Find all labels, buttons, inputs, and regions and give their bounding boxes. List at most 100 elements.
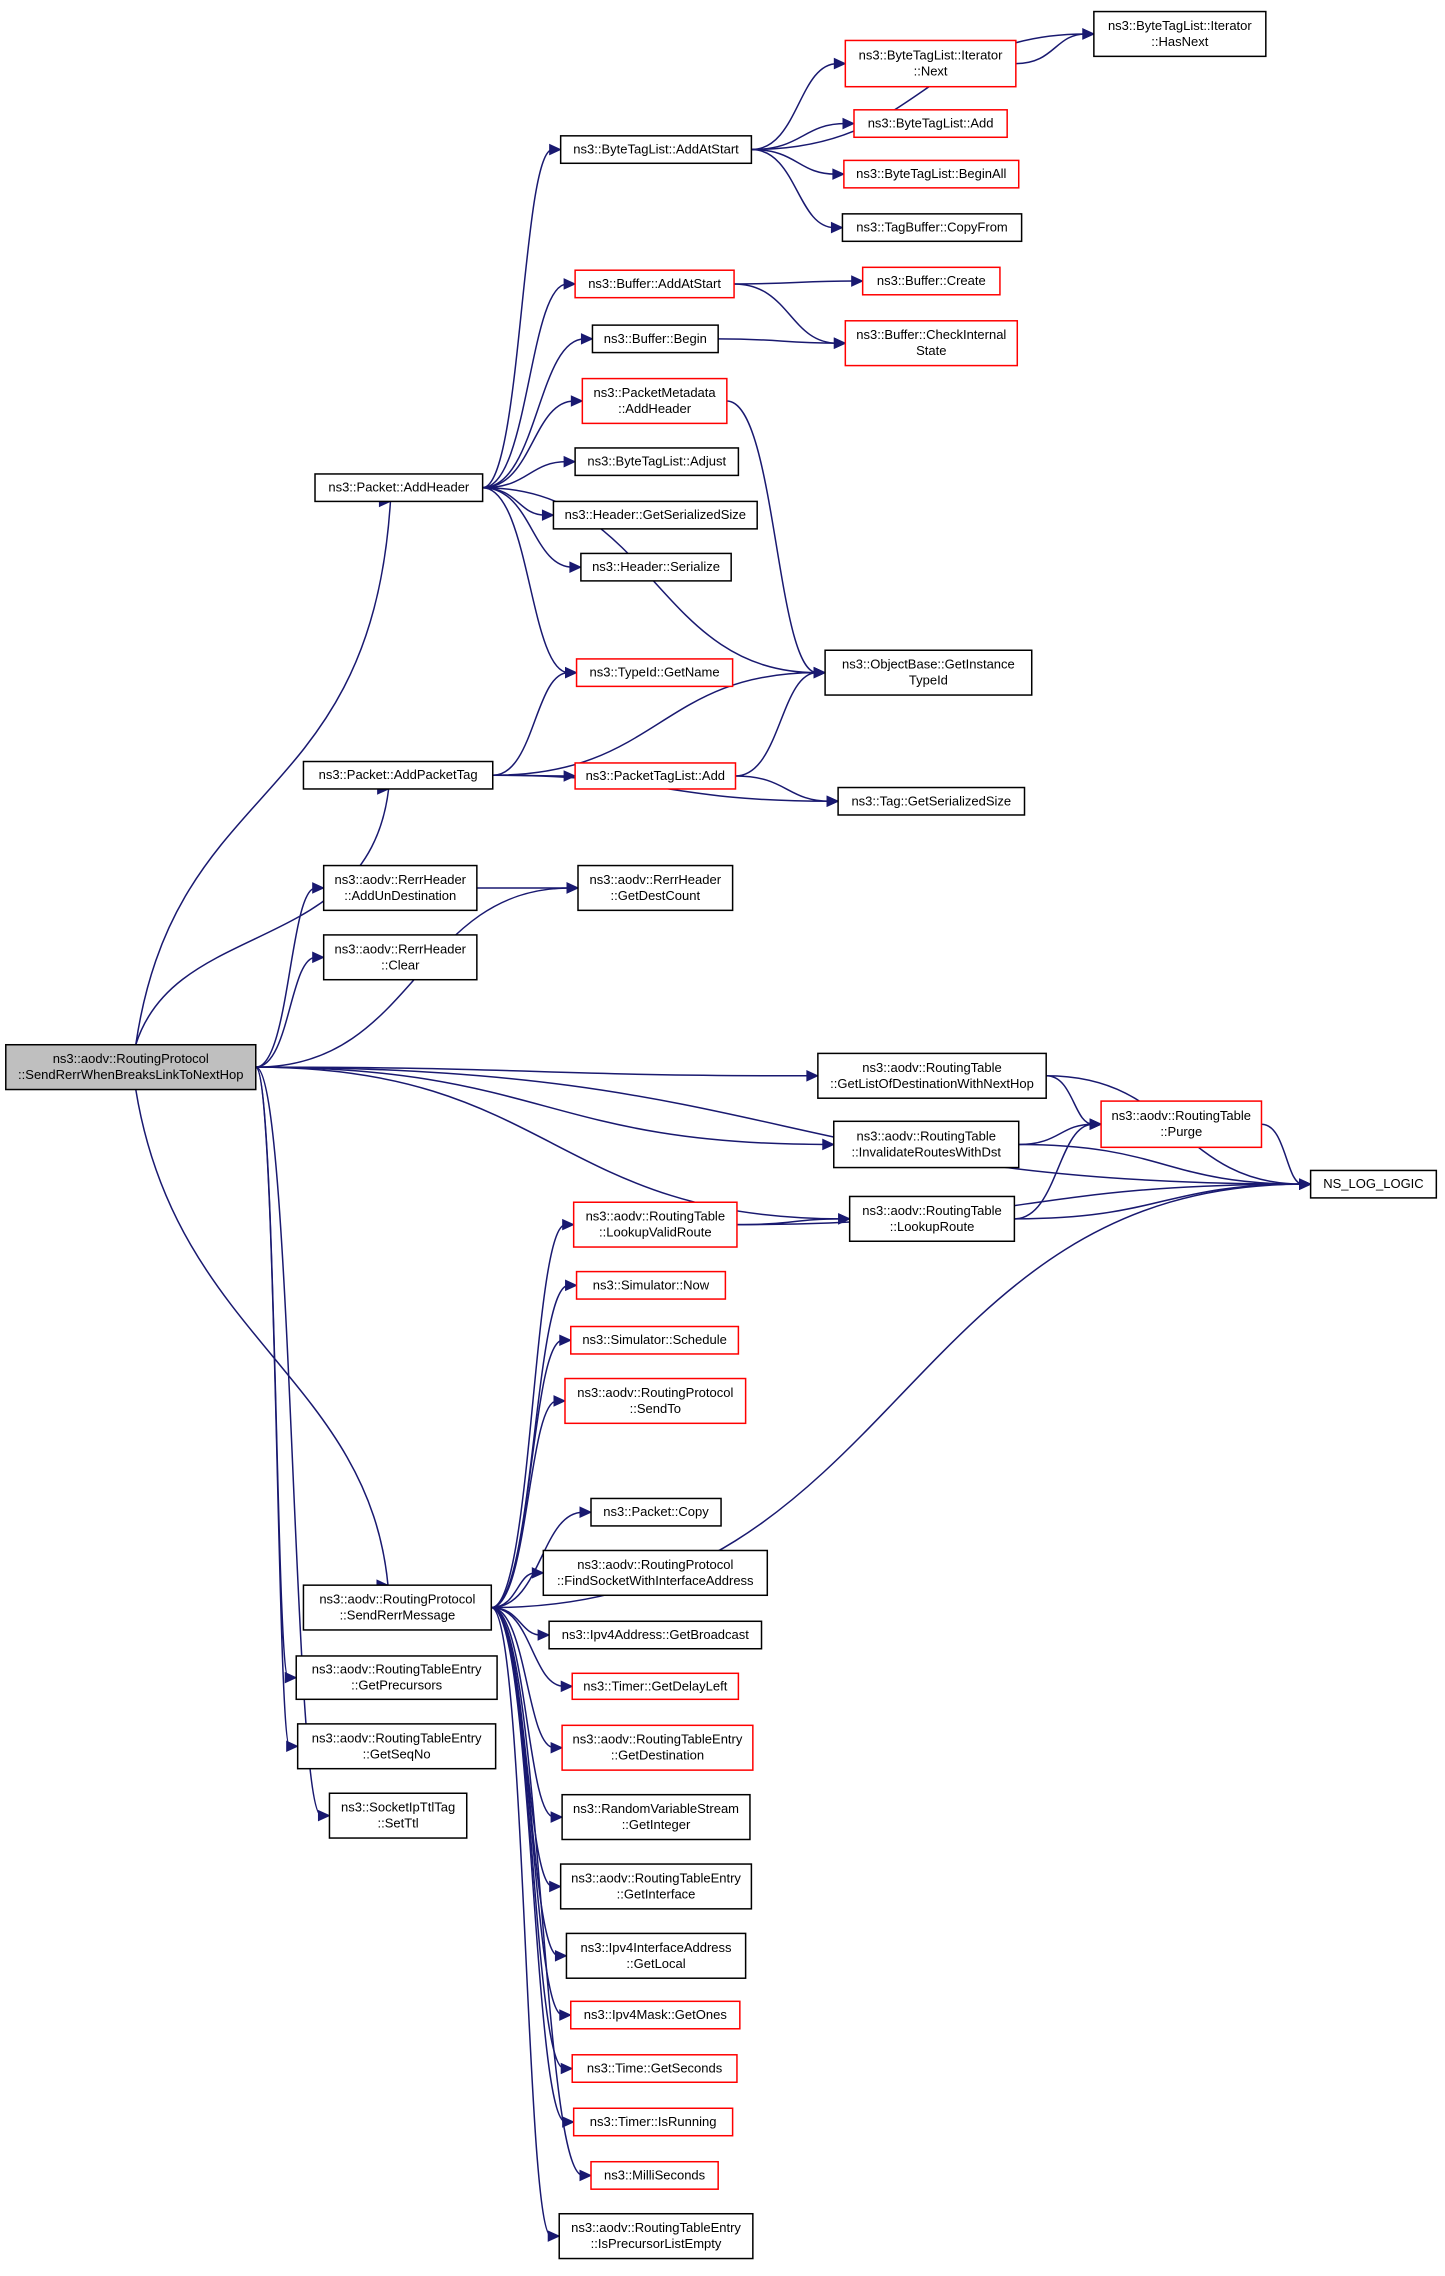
- node-ns3-buffer-create[interactable]: ns3::Buffer::Create: [861, 266, 1001, 296]
- node-label: ns3::Header::GetSerializedSize: [565, 507, 746, 522]
- arrowhead-n30-n31: [1089, 1118, 1103, 1130]
- node-ns3-aodv-routingtable-getlistofdestinationwithnexthop[interactable]: ns3::aodv::RoutingTable::GetListOfDestin…: [817, 1052, 1047, 1099]
- node-label: ns3::Buffer::AddAtStart: [588, 276, 721, 291]
- node-label: ::FindSocketWithInterfaceAddress: [557, 1573, 754, 1588]
- call-edge-n5-n33: [491, 1223, 566, 1609]
- node-ns3-timer-isrunning[interactable]: ns3::Timer::IsRunning: [572, 2107, 734, 2137]
- node-ns3-aodv-rerrheader-clear[interactable]: ns3::aodv::RerrHeader::Clear: [322, 934, 478, 981]
- call-edge-n5-n36: [491, 1400, 558, 1609]
- node-label: ns3::PacketMetadata: [594, 385, 717, 400]
- node-ns3-aodv-routingprotocol-findsocketwithinterfaceaddress[interactable]: ns3::aodv::RoutingProtocol::FindSocketWi…: [542, 1549, 769, 1597]
- call-edge-n0-n6: [255, 1066, 289, 1679]
- call-edge-n0-n32: [255, 1066, 1303, 1185]
- node-ns3-aodv-routingtable-purge[interactable]: ns3::aodv::RoutingTable::Purge: [1100, 1100, 1263, 1149]
- call-edge-n1-n10: [482, 283, 568, 489]
- node-label: ::HasNext: [1151, 34, 1208, 49]
- node-ns3-typeid-getname[interactable]: ns3::TypeId::GetName: [575, 658, 734, 688]
- node-ns3-aodv-routingprotocol-sendrerrwhenbreakslinktonexthop[interactable]: ns3::aodv::RoutingProtocol::SendRerrWhen…: [5, 1043, 257, 1091]
- node-ns3-aodv-rerrheader-getdestcount[interactable]: ns3::aodv::RerrHeader::GetDestCount: [577, 864, 734, 912]
- node-ns3-ipv4mask-getones[interactable]: ns3::Ipv4Mask::GetOnes: [570, 2000, 741, 2030]
- node-ns3-aodv-routingprotocol-sendto[interactable]: ns3::aodv::RoutingProtocol::SendTo: [564, 1377, 747, 1425]
- call-edge-n29-n32: [1018, 1143, 1303, 1185]
- node-ns3-aodv-routingtableentry-isprecursorlistempty[interactable]: ns3::aodv::RoutingTableEntry::IsPrecurso…: [558, 2212, 754, 2260]
- node-box: [322, 864, 478, 912]
- node-ns3-aodv-routingtable-lookuproute[interactable]: ns3::aodv::RoutingTable::LookupRoute: [848, 1195, 1016, 1243]
- node-label: ns3::Packet::AddHeader: [328, 480, 470, 495]
- node-ns3-aodv-routingtable-lookupvalidroute[interactable]: ns3::aodv::RoutingTable::LookupValidRout…: [572, 1201, 738, 1248]
- node-box: [572, 2107, 734, 2137]
- node-label: ::LookupValidRoute: [599, 1225, 712, 1240]
- call-edge-n19-n25: [1015, 33, 1086, 65]
- node-label: ::LookupRoute: [890, 1219, 975, 1234]
- arrowhead-n2-n16: [565, 666, 578, 679]
- node-label: ns3::aodv::RerrHeader: [590, 872, 722, 887]
- node-label: ns3::Header::Serialize: [592, 559, 720, 574]
- arrowhead-n0-n29: [822, 1138, 835, 1151]
- node-label: ns3::aodv::RoutingTableEntry: [571, 1870, 741, 1885]
- node-ns3-packetmetadata-addheader[interactable]: ns3::PacketMetadata::AddHeader: [581, 377, 728, 425]
- arrowhead-n0-n3: [312, 882, 325, 894]
- node-box: [580, 552, 732, 582]
- node-label: ::AddUnDestination: [344, 888, 456, 903]
- node-label: ns3::MilliSeconds: [604, 2167, 706, 2182]
- node-ns3-tag-getserializedsize[interactable]: ns3::Tag::GetSerializedSize: [837, 786, 1026, 816]
- node-ns3-time-getseconds[interactable]: ns3::Time::GetSeconds: [571, 2054, 738, 2083]
- node-ns3-randomvariablestream-getinteger[interactable]: ns3::RandomVariableStream::GetInteger: [561, 1793, 751, 1841]
- node-label: ::Clear: [381, 957, 420, 972]
- node-label: ::GetInteger: [622, 1817, 691, 1832]
- call-edge-n30-n31: [1014, 1123, 1094, 1220]
- node-ns3-bytetaglist-iterator-hasnext[interactable]: ns3::ByteTagList::Iterator::HasNext: [1093, 10, 1267, 58]
- node-ns3-packet-addheader[interactable]: ns3::Packet::AddHeader: [314, 473, 484, 503]
- node-ns3-buffer-addatstart[interactable]: ns3::Buffer::AddAtStart: [574, 269, 735, 299]
- call-edge-n9-n19: [751, 62, 838, 151]
- node-ns3-aodv-routingtable-invalidaterouteswithdst[interactable]: ns3::aodv::RoutingTable::InvalidateRoute…: [833, 1120, 1020, 1169]
- node-box: [844, 320, 1019, 367]
- node-box: [548, 1620, 763, 1650]
- node-ns3-aodv-routingprotocol-sendrerrmessage[interactable]: ns3::aodv::RoutingProtocol::SendRerrMess…: [302, 1584, 493, 1631]
- node-ns3-ipv4address-getbroadcast[interactable]: ns3::Ipv4Address::GetBroadcast: [548, 1620, 763, 1650]
- node-ns3-ipv4interfaceaddress-getlocal[interactable]: ns3::Ipv4InterfaceAddress::GetLocal: [565, 1932, 747, 1979]
- arrowhead-n5-n42: [550, 1811, 564, 1823]
- node-ns3-milliseconds[interactable]: ns3::MilliSeconds: [590, 2160, 719, 2190]
- node-ns3-socketipttltag-setttl[interactable]: ns3::SocketIpTtlTag::SetTtl: [328, 1792, 468, 1839]
- node-ns3-aodv-routingtableentry-getinterface[interactable]: ns3::aodv::RoutingTableEntry::GetInterfa…: [559, 1863, 753, 1910]
- node-ns3-buffer-begin[interactable]: ns3::Buffer::Begin: [591, 324, 719, 354]
- arrowhead-n1-n9: [549, 143, 562, 156]
- call-edge-n10-n23: [734, 280, 855, 285]
- node-ns3-bytetaglist-beginall[interactable]: ns3::ByteTagList::BeginAll: [843, 159, 1020, 189]
- call-edge-n5-n48: [491, 1606, 584, 2177]
- node-label: ns3::TagBuffer::CopyFrom: [856, 220, 1008, 235]
- node-box: [565, 1932, 747, 1979]
- node-label: ::AddHeader: [618, 401, 692, 416]
- node-ns3-simulator-now[interactable]: ns3::Simulator::Now: [575, 1270, 727, 1300]
- arrowhead-n1-n11: [580, 333, 594, 345]
- node-ns3-bytetaglist-adjust[interactable]: ns3::ByteTagList::Adjust: [574, 447, 740, 477]
- node-ns3-simulator-schedule[interactable]: ns3::Simulator::Schedule: [570, 1325, 740, 1355]
- node-ns3-tagbuffer-copyfrom[interactable]: ns3::TagBuffer::CopyFrom: [841, 213, 1023, 243]
- node-ns3-bytetaglist-addatstart[interactable]: ns3::ByteTagList::AddAtStart: [559, 135, 753, 165]
- node-ns3-aodv-routingtableentry-getseqno[interactable]: ns3::aodv::RoutingTableEntry::GetSeqNo: [296, 1723, 497, 1770]
- node-label: ::Purge: [1160, 1124, 1202, 1139]
- call-edge-n9-n21: [751, 148, 836, 175]
- node-ns3-timer-getdelayleft[interactable]: ns3::Timer::GetDelayLeft: [571, 1672, 740, 1701]
- node-ns3-packet-copy[interactable]: ns3::Packet::Copy: [590, 1497, 722, 1527]
- node-ns3-packet-addpackettag[interactable]: ns3::Packet::AddPacketTag: [302, 760, 494, 790]
- node-label: ns3::aodv::RoutingProtocol: [577, 1557, 733, 1572]
- node-label: ns3::aodv::RoutingTable: [1112, 1108, 1251, 1123]
- node-ns3-header-getserializedsize[interactable]: ns3::Header::GetSerializedSize: [552, 500, 758, 530]
- node-ns3-aodv-routingtableentry-getdestination[interactable]: ns3::aodv::RoutingTableEntry::GetDestina…: [561, 1724, 754, 1771]
- node-label: TypeId: [909, 673, 948, 688]
- node-ns3-header-serialize[interactable]: ns3::Header::Serialize: [580, 552, 732, 582]
- node-label: ::SendRerrMessage: [340, 1608, 456, 1623]
- node-label: ns3::Simulator::Now: [593, 1277, 710, 1292]
- node-ns3-aodv-rerrheader-addundestination[interactable]: ns3::aodv::RerrHeader::AddUnDestination: [322, 864, 478, 912]
- node-ns3-aodv-routingtableentry-getprecursors[interactable]: ns3::aodv::RoutingTableEntry::GetPrecurs…: [295, 1655, 498, 1701]
- arrowhead-n9-n19: [833, 57, 847, 70]
- node-ns-log-logic[interactable]: NS_LOG_LOGIC: [1309, 1169, 1438, 1199]
- node-ns3-bytetaglist-iterator-next[interactable]: ns3::ByteTagList::Iterator::Next: [844, 39, 1017, 88]
- node-ns3-packettaglist-add[interactable]: ns3::PacketTagList::Add: [574, 762, 737, 790]
- node-ns3-bytetaglist-add[interactable]: ns3::ByteTagList::Add: [853, 109, 1008, 139]
